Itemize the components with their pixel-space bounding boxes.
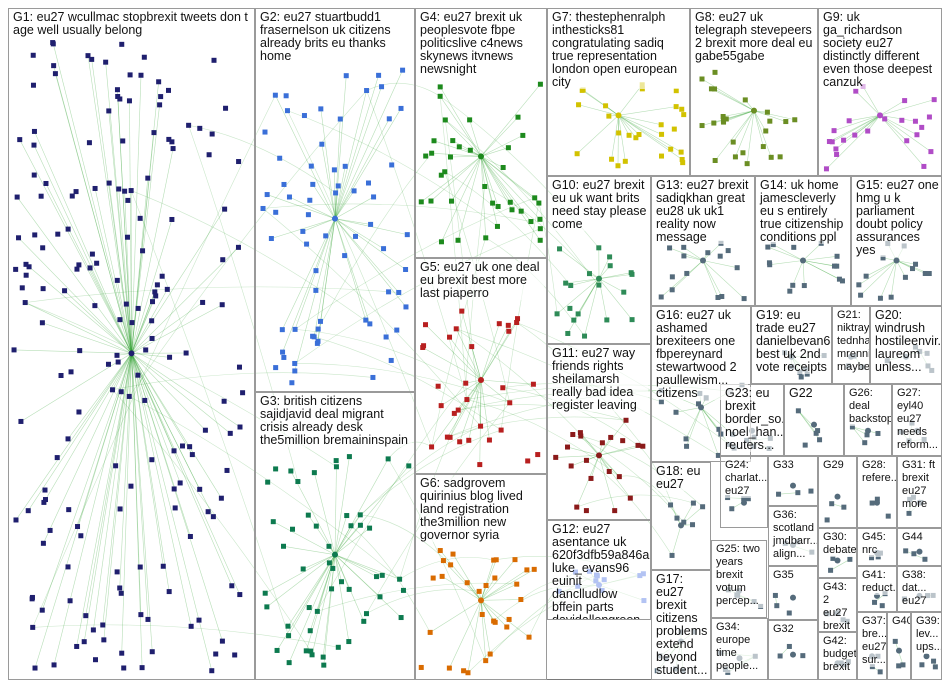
group-g31: G31: ft brexit eu27 more: [897, 456, 942, 528]
group-g3: G3: british citizens sajidjavid deal mig…: [255, 392, 415, 680]
group-g22: G22: [784, 384, 844, 456]
group-label: G32: [773, 623, 815, 636]
group-g24: G24: charlat... eu27: [720, 456, 768, 528]
group-label: G39: lev... ups...: [916, 615, 939, 654]
group-g27: G27: eyl40 eu27 needs reform...: [892, 384, 942, 456]
group-g9: G9: uk ga_richardson society eu27 distin…: [818, 8, 942, 176]
group-label: G6: sadgrovem quirinius blog lived land …: [420, 477, 544, 542]
group-g26: G26: deal backstop: [844, 384, 892, 456]
group-label: G3: british citizens sajidjavid deal mig…: [260, 395, 412, 447]
group-label: G13: eu27 brexit sadiqkhan great eu28 uk…: [656, 179, 752, 244]
group-g36: G36: scotland jmdbarr... align...: [768, 506, 818, 566]
group-g13: G13: eu27 brexit sadiqkhan great eu28 uk…: [651, 176, 755, 306]
group-g23: G23: eu brexit border_so... noel_han... …: [720, 384, 784, 456]
group-g17: G17: eu27 brexit citizens problems exten…: [651, 570, 711, 680]
group-label: G35: [773, 569, 815, 582]
group-g7: G7: thestephenralph inthesticks81 congra…: [547, 8, 690, 176]
group-g4: G4: eu27 brexit uk peoplesvote fbpe poli…: [415, 8, 547, 258]
group-label: G12: eu27 asentance uk 620f3dfb59a846a l…: [552, 523, 648, 620]
group-label: G17: eu27 brexit citizens problems exten…: [656, 573, 708, 677]
group-g11: G11: eu27 way friends rights sheilamarsh…: [547, 344, 651, 520]
group-g5: G5: eu27 uk one deal eu brexit best more…: [415, 258, 547, 474]
group-label: G31: ft brexit eu27 more: [902, 459, 939, 511]
group-g8: G8: eu27 uk telegraph stevepeers 2 brexi…: [690, 8, 818, 176]
group-label: G37: bre... eu27 sur...: [862, 615, 884, 667]
group-g38: G38: dat... eu27: [897, 566, 942, 612]
group-label: G43: 2 eu27 brexit: [823, 581, 854, 632]
group-g29: G29: [818, 456, 857, 528]
group-label: G19: eu trade eu27 danielbevan63 best uk…: [756, 309, 829, 374]
group-g2: G2: eu27 stuartbudd1 frasernelson uk cit…: [255, 8, 415, 392]
group-label: G29: [823, 459, 854, 472]
group-g45: G45: nrc: [857, 528, 897, 566]
group-label: G4: eu27 brexit uk peoplesvote fbpe poli…: [420, 11, 544, 76]
group-label: G33: [773, 459, 815, 472]
group-label: G30: debates: [823, 531, 854, 557]
group-g30: G30: debates: [818, 528, 857, 578]
group-g18: G18: eu eu27: [651, 462, 711, 570]
group-g40: G40: [887, 612, 911, 680]
group-label: G34: europe time people...: [716, 621, 765, 673]
group-label: G5: eu27 uk one deal eu brexit best more…: [420, 261, 544, 300]
group-label: G38: dat... eu27: [902, 569, 939, 608]
group-label: G42: budget brexit: [823, 635, 854, 674]
group-label: G18: eu eu27: [656, 465, 708, 491]
group-label: G9: uk ga_richardson society eu27 distin…: [823, 11, 939, 89]
group-g42: G42: budget brexit: [818, 632, 857, 680]
group-label: G2: eu27 stuartbudd1 frasernelson uk cit…: [260, 11, 412, 63]
group-label: G14: uk home jamescleverly eu s entirely…: [760, 179, 848, 244]
group-label: G8: eu27 uk telegraph stevepeers 2 brexi…: [695, 11, 815, 63]
group-label: G45: nrc: [862, 531, 894, 557]
group-g28: G28: refere...: [857, 456, 897, 528]
group-label: G10: eu27 brexit eu uk want brits need s…: [552, 179, 648, 231]
group-label: G20: windrush hostileenvir... laureom un…: [875, 309, 939, 374]
group-g39: G39: lev... ups...: [911, 612, 942, 680]
group-g33: G33: [768, 456, 818, 506]
group-label: G40: [892, 615, 908, 628]
group-label: G41: reduct...: [862, 569, 894, 595]
group-g1: G1: eu27 wcullmac stopbrexit tweets don …: [8, 8, 255, 680]
group-label: G28: refere...: [862, 459, 894, 485]
group-g34: G34: europe time people...: [711, 618, 768, 680]
group-g37: G37: bre... eu27 sur...: [857, 612, 887, 680]
group-g12: G12: eu27 asentance uk 620f3dfb59a846a l…: [547, 520, 651, 620]
group-g14: G14: uk home jamescleverly eu s entirely…: [755, 176, 851, 306]
group-label: G22: [789, 387, 841, 400]
group-label: G21: niktraykov tednharry mrennie13 mayb…: [837, 309, 867, 374]
group-label: G27: eyl40 eu27 needs reform...: [897, 387, 939, 452]
group-label: G7: thestephenralph inthesticks81 congra…: [552, 11, 687, 89]
group-g15: G15: eu27 one hmg u k parliament doubt p…: [851, 176, 942, 306]
group-g44: G44: [897, 528, 942, 566]
group-g32: G32: [768, 620, 818, 680]
group-g6: G6: sadgrovem quirinius blog lived land …: [415, 474, 547, 680]
group-g25: G25: two years brexit votum percep...: [711, 540, 767, 618]
group-label: G1: eu27 wcullmac stopbrexit tweets don …: [13, 11, 252, 37]
group-g35: G35: [768, 566, 818, 620]
group-label: G24: charlat... eu27: [725, 459, 765, 498]
group-g19: G19: eu trade eu27 danielbevan63 best uk…: [751, 306, 832, 384]
group-label: G26: deal backstop: [849, 387, 889, 426]
group-g20: G20: windrush hostileenvir... laureom un…: [870, 306, 942, 384]
group-label: G11: eu27 way friends rights sheilamarsh…: [552, 347, 648, 412]
group-g43: G43: 2 eu27 brexit: [818, 578, 857, 632]
group-label: G36: scotland jmdbarr... align...: [773, 509, 815, 561]
group-g10: G10: eu27 brexit eu uk want brits need s…: [547, 176, 651, 344]
group-label: G25: two years brexit votum percep...: [716, 543, 764, 608]
group-g41: G41: reduct...: [857, 566, 897, 612]
group-label: G44: [902, 531, 939, 544]
group-label: G23: eu brexit border_so... noel_han... …: [725, 387, 781, 452]
group-label: G15: eu27 one hmg u k parliament doubt p…: [856, 179, 939, 257]
group-g21: G21: niktraykov tednharry mrennie13 mayb…: [832, 306, 870, 384]
